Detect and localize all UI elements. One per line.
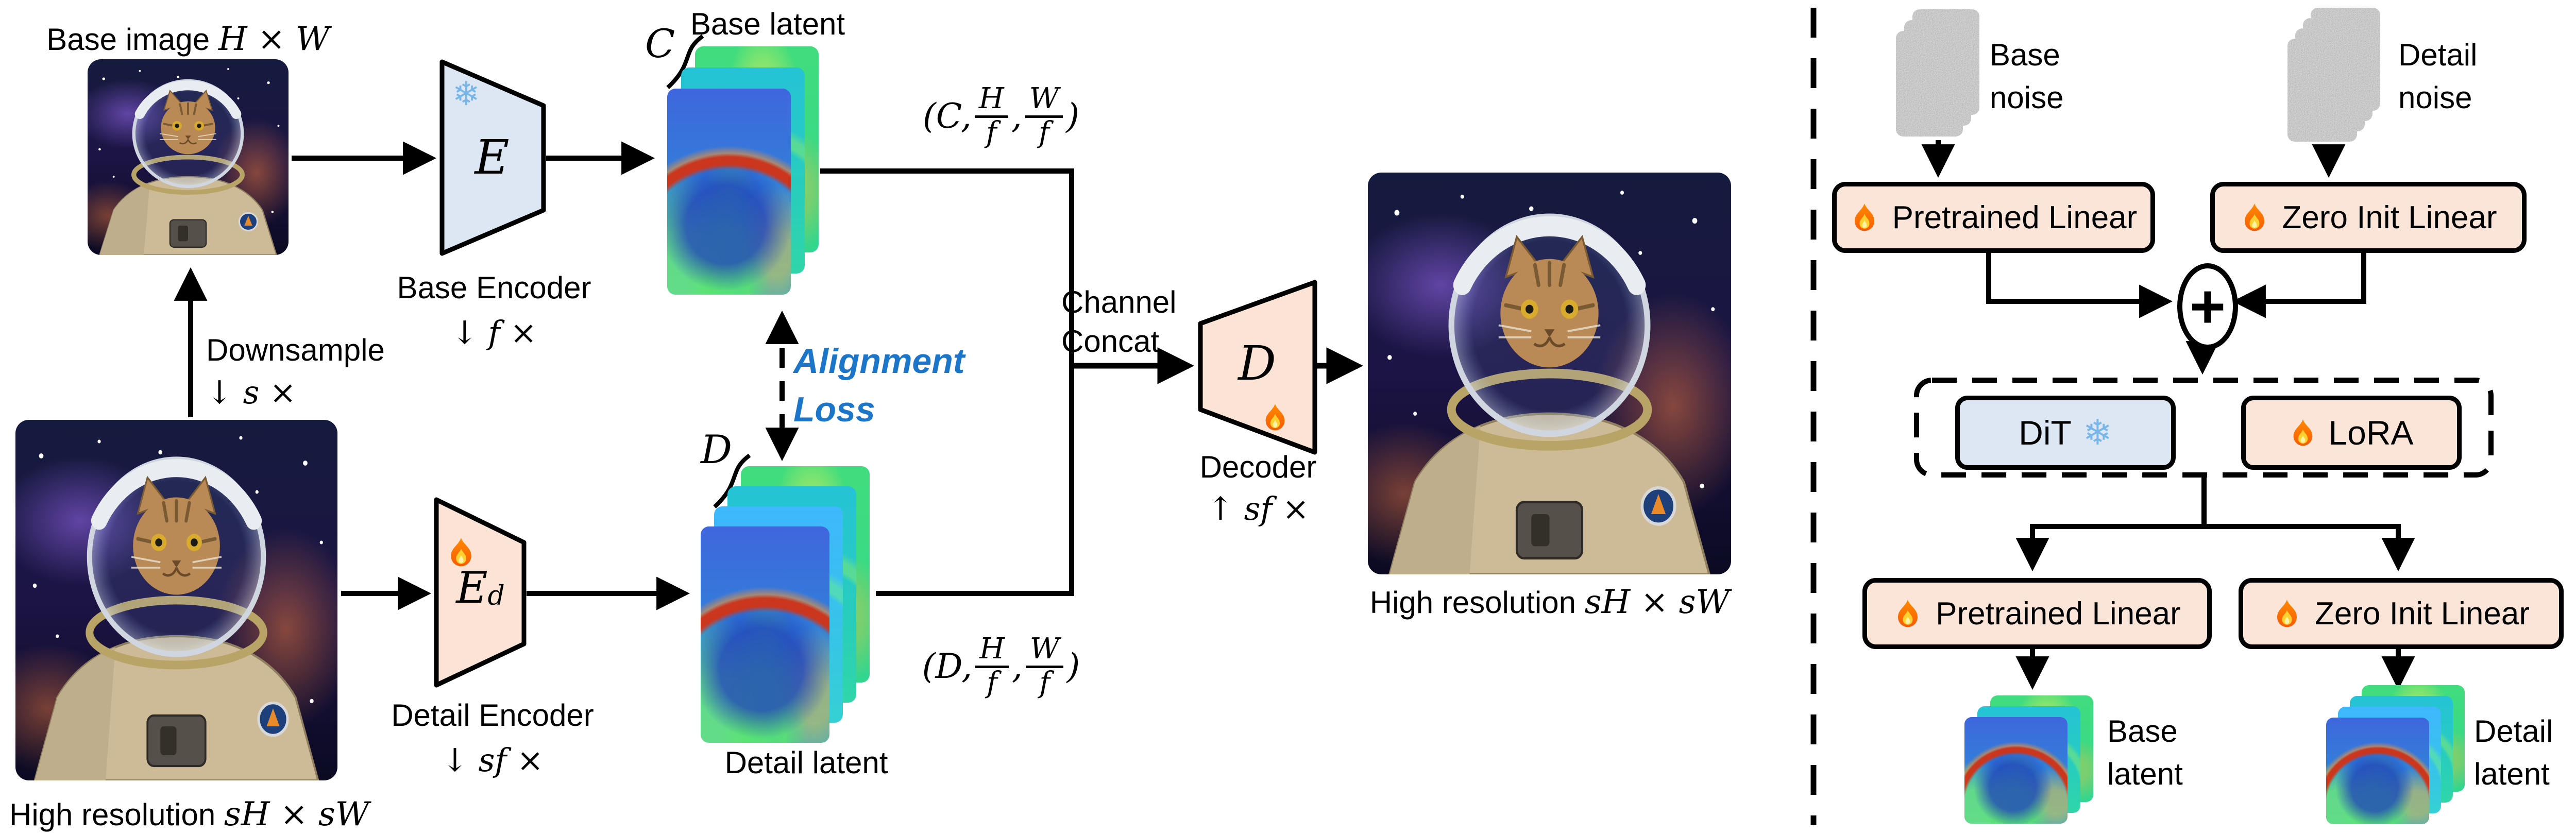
snowflake-icon: ❄ bbox=[2082, 413, 2112, 452]
split-to-bottom-linears bbox=[2015, 524, 2415, 572]
latent-sheet bbox=[667, 89, 791, 295]
detail-latent-mini-stack bbox=[2326, 685, 2465, 825]
base-latent-mini-label2: latent bbox=[2107, 757, 2183, 791]
high-res-right-label: High resolution sH × sW bbox=[1369, 583, 1730, 621]
downsample-factor: ↓ s × bbox=[206, 373, 297, 411]
downsample-label: Downsample bbox=[206, 333, 385, 367]
high-res-image bbox=[15, 420, 337, 780]
base-encoder-trapezoid bbox=[439, 59, 546, 256]
detail-noise-label: Detail bbox=[2398, 38, 2478, 72]
zero-init-linear-bottom-box: Zero Init Linear bbox=[2239, 578, 2564, 649]
latent-sheet bbox=[1964, 717, 2067, 824]
latent-sheet bbox=[2326, 718, 2429, 824]
decoder-symbol: D bbox=[1238, 336, 1276, 391]
channel-concat-label: Channel bbox=[1061, 285, 1177, 319]
base-image bbox=[88, 59, 289, 255]
flame-icon bbox=[2277, 600, 2297, 627]
decoder-factor: ↑ sf × bbox=[1207, 490, 1310, 527]
line-latents-to-concat bbox=[820, 168, 1074, 596]
noise-sheet bbox=[2287, 39, 2357, 142]
detail-encoder-symbol: Ed bbox=[456, 563, 505, 613]
flame-icon bbox=[1265, 404, 1285, 431]
detail-encoder-label: Detail Encoder bbox=[391, 698, 594, 733]
detail-latent-stack bbox=[701, 466, 973, 743]
decoder-label: Decoder bbox=[1199, 450, 1317, 484]
output-image bbox=[1368, 173, 1731, 574]
base-latent-stack bbox=[667, 46, 942, 295]
pretrained-linear-top-box: Pretrained Linear bbox=[1832, 182, 2155, 253]
flame-icon bbox=[2244, 203, 2264, 231]
base-encoder-label: Base Encoder bbox=[397, 270, 591, 305]
c-channels-label: C bbox=[645, 21, 675, 66]
high-res-left-label: High resolution sH × sW bbox=[9, 795, 369, 833]
detail-noise-stack bbox=[2287, 8, 2380, 142]
flame-icon bbox=[2294, 419, 2313, 446]
latent-sheet bbox=[701, 526, 829, 743]
add-node: + bbox=[2177, 263, 2238, 350]
alignment-loss-label: Alignment bbox=[793, 342, 965, 381]
elbow-zeroinit-to-plus bbox=[2232, 246, 2366, 318]
elbow-pretrained-to-plus bbox=[1986, 246, 2173, 318]
snowflake-icon: ❄ bbox=[452, 75, 480, 112]
base-encoder-symbol: E bbox=[474, 130, 510, 185]
dit-lora-dashed-box bbox=[1914, 378, 2494, 478]
lora-box: LoRA bbox=[2241, 396, 2462, 470]
decoder-trapezoid bbox=[1198, 280, 1317, 455]
flame-icon bbox=[1898, 600, 1918, 627]
flame-icon bbox=[1854, 203, 1874, 231]
noise-sheet bbox=[1896, 31, 1963, 137]
brace-c-channels bbox=[666, 34, 704, 89]
zero-init-linear-top-box: Zero Init Linear bbox=[2210, 182, 2527, 253]
pretrained-linear-bottom-box: Pretrained Linear bbox=[1862, 578, 2212, 649]
base-encoder-factor: ↓ f × bbox=[451, 314, 537, 351]
detail-noise-label2: noise bbox=[2398, 80, 2472, 115]
detail-encoder-factor: ↓ sf × bbox=[441, 741, 544, 779]
detail-latent-title: Detail latent bbox=[724, 745, 888, 780]
detail-latent-mini-label: Detail bbox=[2474, 714, 2553, 748]
base-noise-label2: noise bbox=[1990, 80, 2064, 115]
alignment-loss-label2: Loss bbox=[793, 390, 875, 429]
base-latent-mini-label: Base bbox=[2107, 714, 2178, 748]
channel-concat-label2: Concat bbox=[1061, 324, 1160, 359]
base-noise-stack bbox=[1896, 9, 1979, 137]
base-latent-mini-stack bbox=[1964, 695, 2093, 824]
d-channels-label: D bbox=[701, 427, 732, 472]
dit-box: DiT ❄ bbox=[1955, 396, 2176, 470]
base-image-label: Base image H × W bbox=[46, 20, 330, 58]
base-noise-label: Base bbox=[1990, 38, 2060, 72]
brace-d-channels bbox=[713, 453, 751, 508]
base-latent-title: Base latent bbox=[690, 7, 845, 41]
detail-latent-mini-label2: latent bbox=[2474, 757, 2550, 791]
